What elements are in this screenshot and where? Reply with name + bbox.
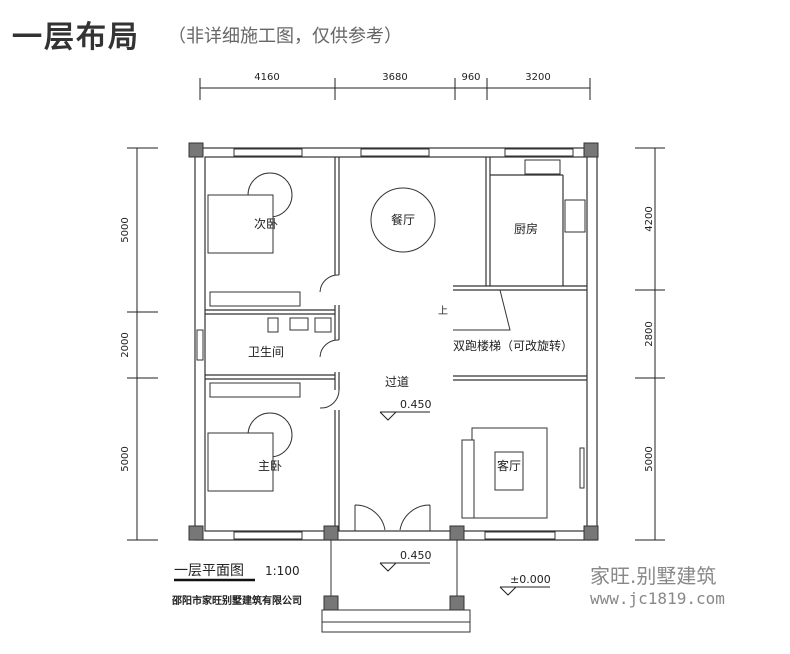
dim-right-2: 2800: [644, 321, 655, 346]
company-name: 邵阳市家旺别墅建筑有限公司: [171, 594, 302, 607]
watermark-url: www.jc1819.com: [590, 589, 725, 608]
columns: [188, 142, 599, 611]
dim-right-1: 4200: [644, 206, 655, 231]
dim-right-3: 5000: [644, 446, 655, 471]
dim-left-2: 2000: [120, 332, 131, 357]
windows: [196, 148, 574, 540]
dimension-lines: [127, 78, 665, 541]
plan-scale: 1:100: [265, 564, 300, 578]
room-dining: 餐厅: [391, 212, 415, 227]
porch: [319, 274, 471, 633]
room-master: 主卧: [258, 459, 282, 473]
room-bedroom2: 次卧: [254, 217, 278, 231]
room-bathroom: 卫生间: [248, 345, 284, 359]
watermark-brand: 家旺.别墅建筑: [590, 564, 716, 588]
dim-top-1: 4160: [254, 72, 279, 83]
room-living: 客厅: [497, 458, 521, 473]
plan-title: 一层平面图: [174, 563, 244, 579]
dim-top-4: 3200: [525, 72, 550, 83]
dining-table: [370, 187, 436, 253]
bedroom2-bed: [207, 194, 274, 254]
walls: [194, 147, 598, 541]
room-corridor: 过道: [385, 375, 409, 389]
page-subtitle: （非详细施工图，仅供参考）: [168, 26, 402, 47]
master-bed: [207, 432, 274, 492]
dim-left-3: 5000: [120, 446, 131, 471]
room-stairs: 双跑楼梯（可改旋转）: [453, 338, 573, 353]
level-porch: 0.450: [400, 549, 432, 562]
level-corridor: 0.450: [400, 398, 432, 411]
stairs-up-label: 上: [438, 305, 448, 317]
dim-top-2: 3680: [382, 72, 407, 83]
level-markers: [379, 411, 550, 596]
furniture: [207, 159, 586, 519]
page-title: 一层布局: [12, 20, 140, 55]
room-kitchen: 厨房: [514, 221, 538, 236]
dim-top-3: 960: [461, 72, 480, 83]
dim-left-1: 5000: [120, 217, 131, 242]
level-ground: ±0.000: [510, 573, 551, 586]
